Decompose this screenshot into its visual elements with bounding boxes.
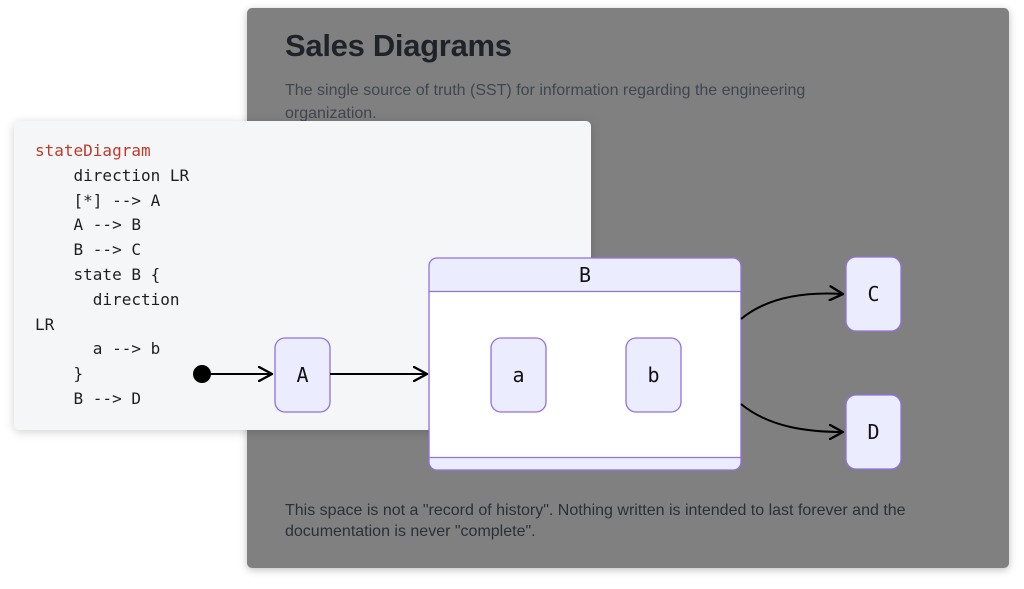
code-line: direction [35, 289, 180, 309]
edge-B-to-D [740, 403, 843, 432]
code-line: } [35, 364, 84, 384]
state-node-D[interactable]: D [845, 394, 902, 470]
state-label-C: C [867, 282, 879, 306]
state-label-D: D [867, 420, 879, 444]
code-line: stateDiagram [35, 141, 151, 160]
code-line: direction LR [35, 165, 190, 185]
edge-B-to-C [740, 293, 843, 320]
state-node-A[interactable]: A [274, 337, 331, 413]
page-description: The single source of truth (SST) for inf… [285, 82, 806, 122]
start-state-dot [193, 365, 211, 383]
page-title: Sales Diagrams [285, 28, 512, 63]
code-lines: stateDiagram direction LR [*] --> A A --… [35, 139, 189, 412]
state-label-B: B [579, 263, 591, 287]
state-node-C[interactable]: C [845, 256, 902, 332]
code-line: B --> C [35, 240, 141, 260]
code-line: B --> D [35, 388, 141, 408]
code-line: LR [35, 314, 55, 334]
code-line: A --> B [35, 215, 141, 235]
state-node-B[interactable]: B [428, 257, 742, 471]
state-label-A: A [296, 363, 308, 387]
state-label-b: b [647, 363, 659, 387]
page-footer-note: This space is not a "record of history".… [285, 502, 906, 540]
code-line: a --> b [35, 339, 161, 359]
state-label-a: a [512, 363, 524, 387]
state-node-b[interactable]: b [625, 337, 682, 413]
state-node-a[interactable]: a [490, 337, 547, 413]
code-line: state B { [35, 264, 161, 284]
code-line: [*] --> A [35, 190, 161, 210]
